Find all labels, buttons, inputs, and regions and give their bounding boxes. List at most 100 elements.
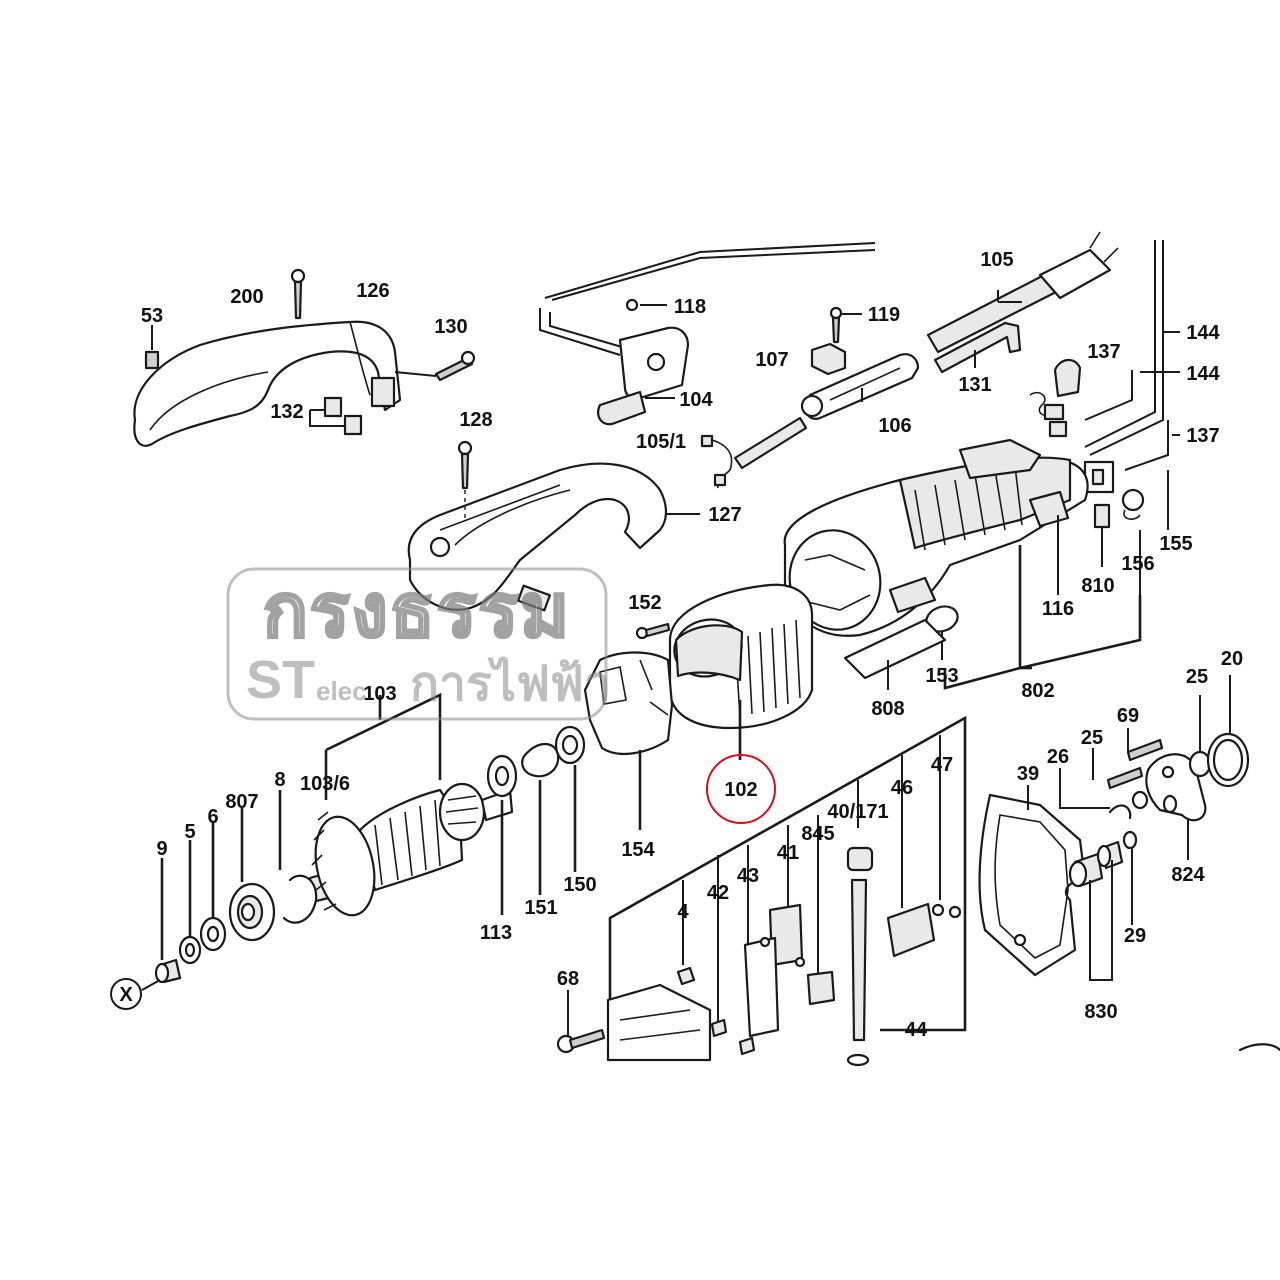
screw-119 <box>829 306 862 344</box>
cap-153 <box>925 605 959 660</box>
highlight-ring-102 <box>706 754 776 824</box>
label-128: 128 <box>459 409 492 431</box>
label-845: 845 <box>801 823 834 845</box>
label-layer: 53 200 126 130 132 128 127 118 104 105/1… <box>141 249 1243 1041</box>
label-106: 106 <box>878 415 911 437</box>
gear-103-6 <box>311 811 376 917</box>
label-126: 126 <box>356 280 389 302</box>
label-42: 42 <box>707 882 729 904</box>
label-144-top: 144 <box>1186 322 1220 344</box>
reference-mark-x: X <box>110 978 142 1010</box>
cover-part-126 <box>133 320 402 447</box>
screw-200 <box>290 268 306 320</box>
cable-105 <box>926 231 1119 354</box>
label-131: 131 <box>958 374 991 396</box>
label-132: 132 <box>270 401 303 423</box>
gearbox-parts <box>556 846 962 1067</box>
washer-6 <box>199 822 227 952</box>
washer-5 <box>178 840 202 965</box>
label-144-bottom: 144 <box>1186 363 1220 385</box>
bushing-830-29 <box>1068 830 1138 981</box>
lead-105-1 <box>700 416 808 489</box>
screw-130 <box>394 350 476 382</box>
bushing-9 <box>141 858 182 991</box>
label-69: 69 <box>1117 705 1139 727</box>
parts-26-25-69 <box>1059 728 1164 820</box>
watermark-line1: กรงธรรม <box>263 568 571 654</box>
motor-housing-116 <box>783 438 1089 637</box>
lead-line-113 <box>486 754 518 915</box>
plate-808 <box>843 618 947 690</box>
label-4: 4 <box>677 901 689 923</box>
washer-150 <box>554 725 586 872</box>
circlip-8 <box>278 790 318 924</box>
bearing-807 <box>228 808 276 942</box>
label-152: 152 <box>628 592 661 614</box>
label-155: 155 <box>1159 533 1192 555</box>
brush-132 <box>309 396 363 436</box>
label-137-top: 137 <box>1087 341 1120 363</box>
handle-part-127 <box>407 462 700 612</box>
stator-part-102 <box>668 583 814 760</box>
watermark: กรงธรรม S T elec การไฟฟ้า <box>226 567 611 721</box>
label-200: 200 <box>230 286 263 308</box>
label-118: 118 <box>674 296 706 318</box>
label-53: 53 <box>141 305 163 327</box>
label-43: 43 <box>737 865 759 887</box>
label-151: 151 <box>524 897 557 919</box>
screw-152 <box>635 622 671 640</box>
label-20: 20 <box>1221 648 1243 670</box>
gearbox-leaders <box>608 715 967 1032</box>
label-6: 6 <box>207 806 218 828</box>
label-119: 119 <box>868 304 900 326</box>
label-808: 808 <box>871 698 904 720</box>
motor-bracket-802 <box>943 470 1169 690</box>
label-824: 824 <box>1171 864 1205 886</box>
gasket-39 <box>978 785 1087 977</box>
edge-part <box>1238 1043 1280 1052</box>
screw-128 <box>457 440 473 520</box>
reference-mark-label: X <box>119 984 133 1006</box>
label-153: 153 <box>925 665 958 687</box>
label-103-6: 103/6 <box>300 773 350 795</box>
label-104: 104 <box>679 389 713 411</box>
watermark-brand-t: T <box>282 650 315 710</box>
label-807: 807 <box>225 791 258 813</box>
clamp-107 <box>810 342 847 376</box>
label-103: 103 <box>363 683 396 705</box>
label-150: 150 <box>563 874 596 896</box>
label-127: 127 <box>708 504 741 526</box>
label-47: 47 <box>931 754 953 776</box>
watermark-line2: การไฟฟ้า <box>410 655 611 712</box>
label-9: 9 <box>156 838 167 860</box>
label-44: 44 <box>905 1019 928 1041</box>
label-113: 113 <box>480 922 512 944</box>
cable-guard-106 <box>800 353 920 420</box>
label-107: 107 <box>755 349 788 371</box>
label-137-bottom: 137 <box>1186 425 1219 447</box>
label-5: 5 <box>184 821 195 843</box>
label-39: 39 <box>1017 763 1039 785</box>
brush-holder-137 <box>1029 358 1145 567</box>
right-wires <box>1084 240 1180 471</box>
label-46: 46 <box>891 777 913 799</box>
label-41: 41 <box>777 842 799 864</box>
label-26: 26 <box>1047 746 1069 768</box>
screw-53 <box>144 325 160 370</box>
label-116: 116 <box>1042 598 1074 620</box>
label-130: 130 <box>434 316 467 338</box>
label-102: 102 <box>724 779 757 801</box>
sleeve-131 <box>933 321 1022 374</box>
label-830: 830 <box>1084 1001 1117 1023</box>
label-29: 29 <box>1124 925 1146 947</box>
label-25-left: 25 <box>1081 727 1103 749</box>
label-68: 68 <box>557 968 579 990</box>
label-40-171: 40/171 <box>827 801 888 823</box>
cable-loop <box>539 242 876 356</box>
washer-25-20 <box>1188 675 1250 788</box>
label-25-right: 25 <box>1186 666 1208 688</box>
watermark-brand-elec: elec <box>316 676 367 706</box>
switch-part-104 <box>596 298 690 426</box>
